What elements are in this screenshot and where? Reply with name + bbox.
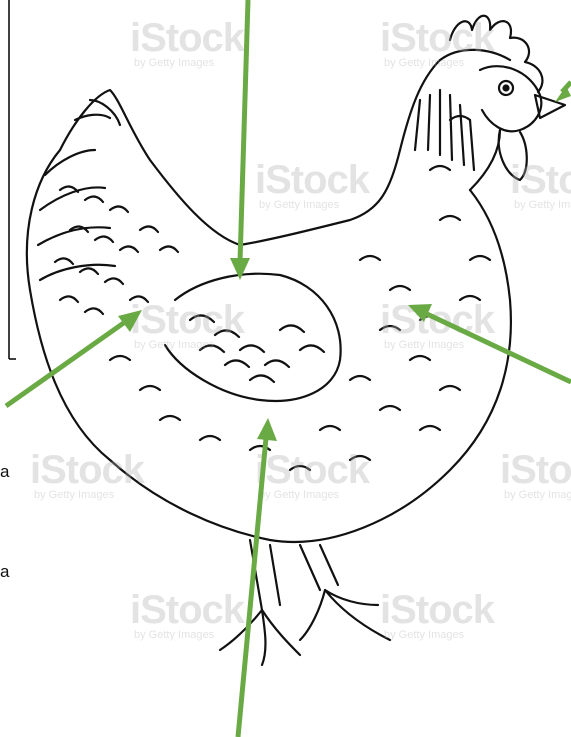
arrow-tail [6,322,125,406]
arrow-tail-head [118,310,142,332]
arrow-back [240,0,248,262]
arrow-belly [238,438,266,737]
arrow-breast [427,314,571,382]
arrow-back-head [230,258,250,280]
arrow-belly-head [257,418,277,441]
